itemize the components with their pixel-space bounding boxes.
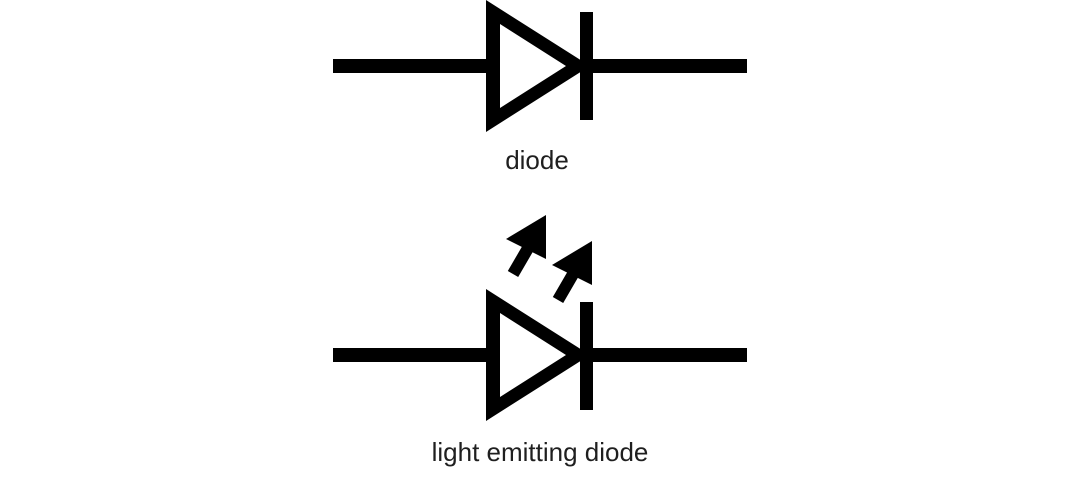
diode-triangle-icon	[486, 0, 590, 132]
emission-arrow-icon	[552, 241, 592, 304]
led-cathode-lead	[588, 348, 747, 362]
diode-anode-lead	[333, 59, 493, 73]
emission-arrow-icon	[506, 215, 546, 278]
led-symbol-icon	[333, 215, 747, 421]
diode-cathode-lead	[588, 59, 747, 73]
led-label: light emitting diode	[431, 437, 649, 467]
led-anode-lead	[333, 348, 493, 362]
led-cathode-bar	[580, 302, 593, 410]
led-triangle-icon	[486, 289, 590, 421]
diode-cathode-bar	[580, 12, 593, 120]
diode-label: diode	[505, 145, 569, 175]
diode-symbol-icon	[333, 0, 747, 132]
